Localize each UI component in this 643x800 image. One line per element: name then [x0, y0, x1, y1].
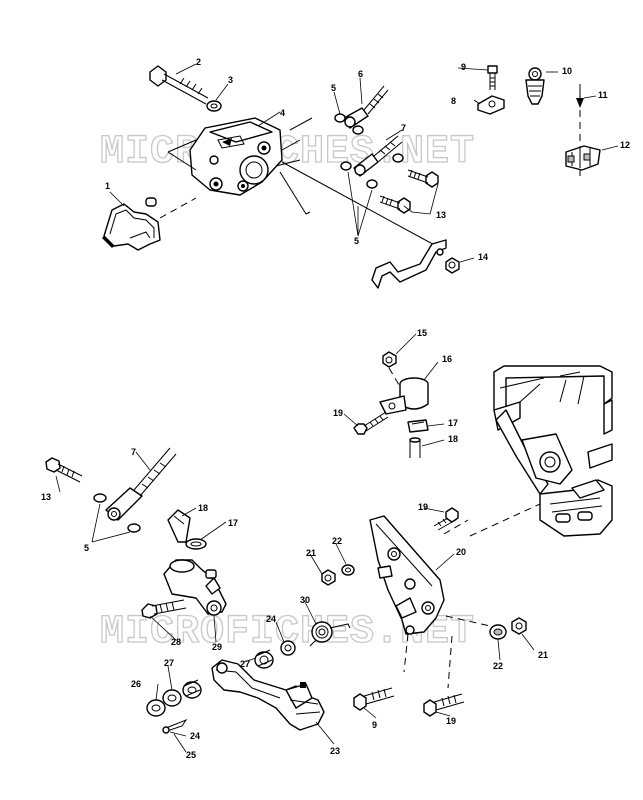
pedal-arm-part-23: [211, 659, 325, 731]
callout-6: 6: [358, 69, 363, 79]
brake-line-part-6: [343, 85, 389, 129]
hose-part-18-lower: [167, 509, 191, 543]
washer-part-24-mid: [280, 640, 296, 656]
callout-8: 8: [451, 96, 456, 106]
callout-7-lower: 7: [131, 447, 136, 457]
callout-17-b: 17: [228, 518, 238, 528]
callout-17-a: 17: [448, 418, 458, 428]
master-cylinder-part-29: [163, 559, 227, 616]
callout-19-a: 19: [333, 408, 343, 418]
nut-part-21-right: [511, 617, 527, 635]
clamp-part-17-lower: [185, 538, 207, 550]
callout-3: 3: [228, 75, 233, 85]
nut-part-14: [445, 257, 460, 274]
nut-part-15: [382, 351, 397, 368]
callout-4: 4: [280, 108, 285, 118]
watermark-top: MICROFICHES.NET: [100, 130, 475, 175]
callout-9-top: 9: [461, 62, 466, 72]
bolt-part-19-upper: [353, 411, 389, 435]
bolt-part-9-top: [487, 65, 498, 90]
callout-10: 10: [562, 66, 572, 76]
callout-29: 29: [212, 642, 222, 652]
washer-part-5f: [93, 493, 107, 503]
washer-part-5a: [334, 113, 346, 123]
bolt-part-9-bottom: [353, 687, 395, 711]
clamp-part-17-upper: [407, 419, 429, 433]
callout-15: 15: [417, 328, 427, 338]
callout-28: 28: [171, 637, 181, 647]
brake-caliper-assembly: 1 2 3 4 5 6 7 9 10 11 12 13 5 14 8: [102, 57, 630, 289]
bushing-part-27-mid: [254, 649, 274, 669]
bolt-part-13-lower: [45, 457, 83, 483]
brake-line-part-7-lower: [105, 447, 177, 521]
washer-part-5b: [352, 125, 364, 135]
callout-23: 23: [330, 746, 340, 756]
callout-16: 16: [442, 354, 452, 364]
bolt-part-2: [149, 65, 209, 105]
vehicle-frame: [493, 365, 613, 537]
callout-20: 20: [456, 547, 466, 557]
mounting-bracket: [371, 239, 447, 289]
bolt-part-19-pedal: [433, 507, 459, 531]
hose-part-18-upper: [409, 437, 421, 458]
washer-part-5d: [366, 179, 378, 189]
washer-part-5g: [127, 523, 141, 533]
callout-19-b: 19: [418, 502, 428, 512]
callout-22-b: 22: [493, 661, 503, 671]
callout-27-a: 27: [240, 659, 250, 669]
callout-5-bottom: 5: [84, 543, 89, 553]
washer-part-26: [146, 699, 166, 717]
callout-11: 11: [598, 90, 608, 100]
callout-7: 7: [401, 123, 406, 133]
callout-21-b: 21: [538, 650, 548, 660]
callout-leaders-bottom: [55, 333, 535, 753]
callout-5-lower: 5: [354, 236, 359, 246]
callout-13-top: 13: [436, 210, 446, 220]
callout-26: 26: [131, 679, 141, 689]
washer-part-22-right: [489, 624, 507, 640]
callout-13-lower: 13: [41, 492, 51, 502]
callout-25: 25: [186, 750, 196, 760]
bolt-part-19-bottom: [423, 693, 465, 717]
bolt-part-28: [141, 599, 187, 619]
clamp-part-12: [565, 145, 601, 171]
spring-part-30: [309, 621, 351, 647]
pedal-bracket-part-20: [369, 515, 445, 635]
bolt-part-13b: [379, 195, 411, 214]
brake-pad-part-1: [102, 197, 197, 251]
callout-24-a: 24: [266, 614, 276, 624]
washer-part-24-low: [162, 689, 182, 707]
callout-19-c: 19: [446, 716, 456, 726]
caliper-part-4: [189, 117, 283, 196]
clip-part-10: [525, 67, 545, 105]
brake-pedal-assembly: 15 16 19 17 18 7 13 5 18 17 19 21 22 20 …: [41, 328, 613, 760]
washer-part-22-left: [341, 564, 355, 576]
bushing-part-27-low: [182, 679, 202, 699]
washer-part-3: [206, 100, 222, 112]
brake-line-part-7: [353, 135, 403, 177]
callout-1: 1: [105, 181, 110, 191]
callout-2: 2: [196, 57, 201, 67]
callout-14: 14: [478, 252, 488, 262]
bolt-part-13a: [407, 169, 439, 188]
callout-22-a: 22: [332, 536, 342, 546]
callout-21-a: 21: [306, 548, 316, 558]
washer-part-5c: [340, 161, 352, 171]
callout-5: 5: [331, 83, 336, 93]
callout-30: 30: [300, 595, 310, 605]
callout-9-bottom: 9: [372, 720, 377, 730]
callout-24-b: 24: [190, 731, 200, 741]
callout-27-b: 27: [164, 658, 174, 668]
callout-leaders-top: [109, 63, 619, 263]
cotter-pin-part-25: [162, 718, 188, 734]
callout-18-a: 18: [448, 434, 458, 444]
callout-12: 12: [620, 140, 630, 150]
reservoir-part-16: [379, 377, 429, 415]
clip-part-8: [477, 95, 505, 115]
callout-18-b: 18: [198, 503, 208, 513]
nut-part-21-left: [321, 569, 336, 586]
washer-part-5e: [392, 153, 404, 163]
